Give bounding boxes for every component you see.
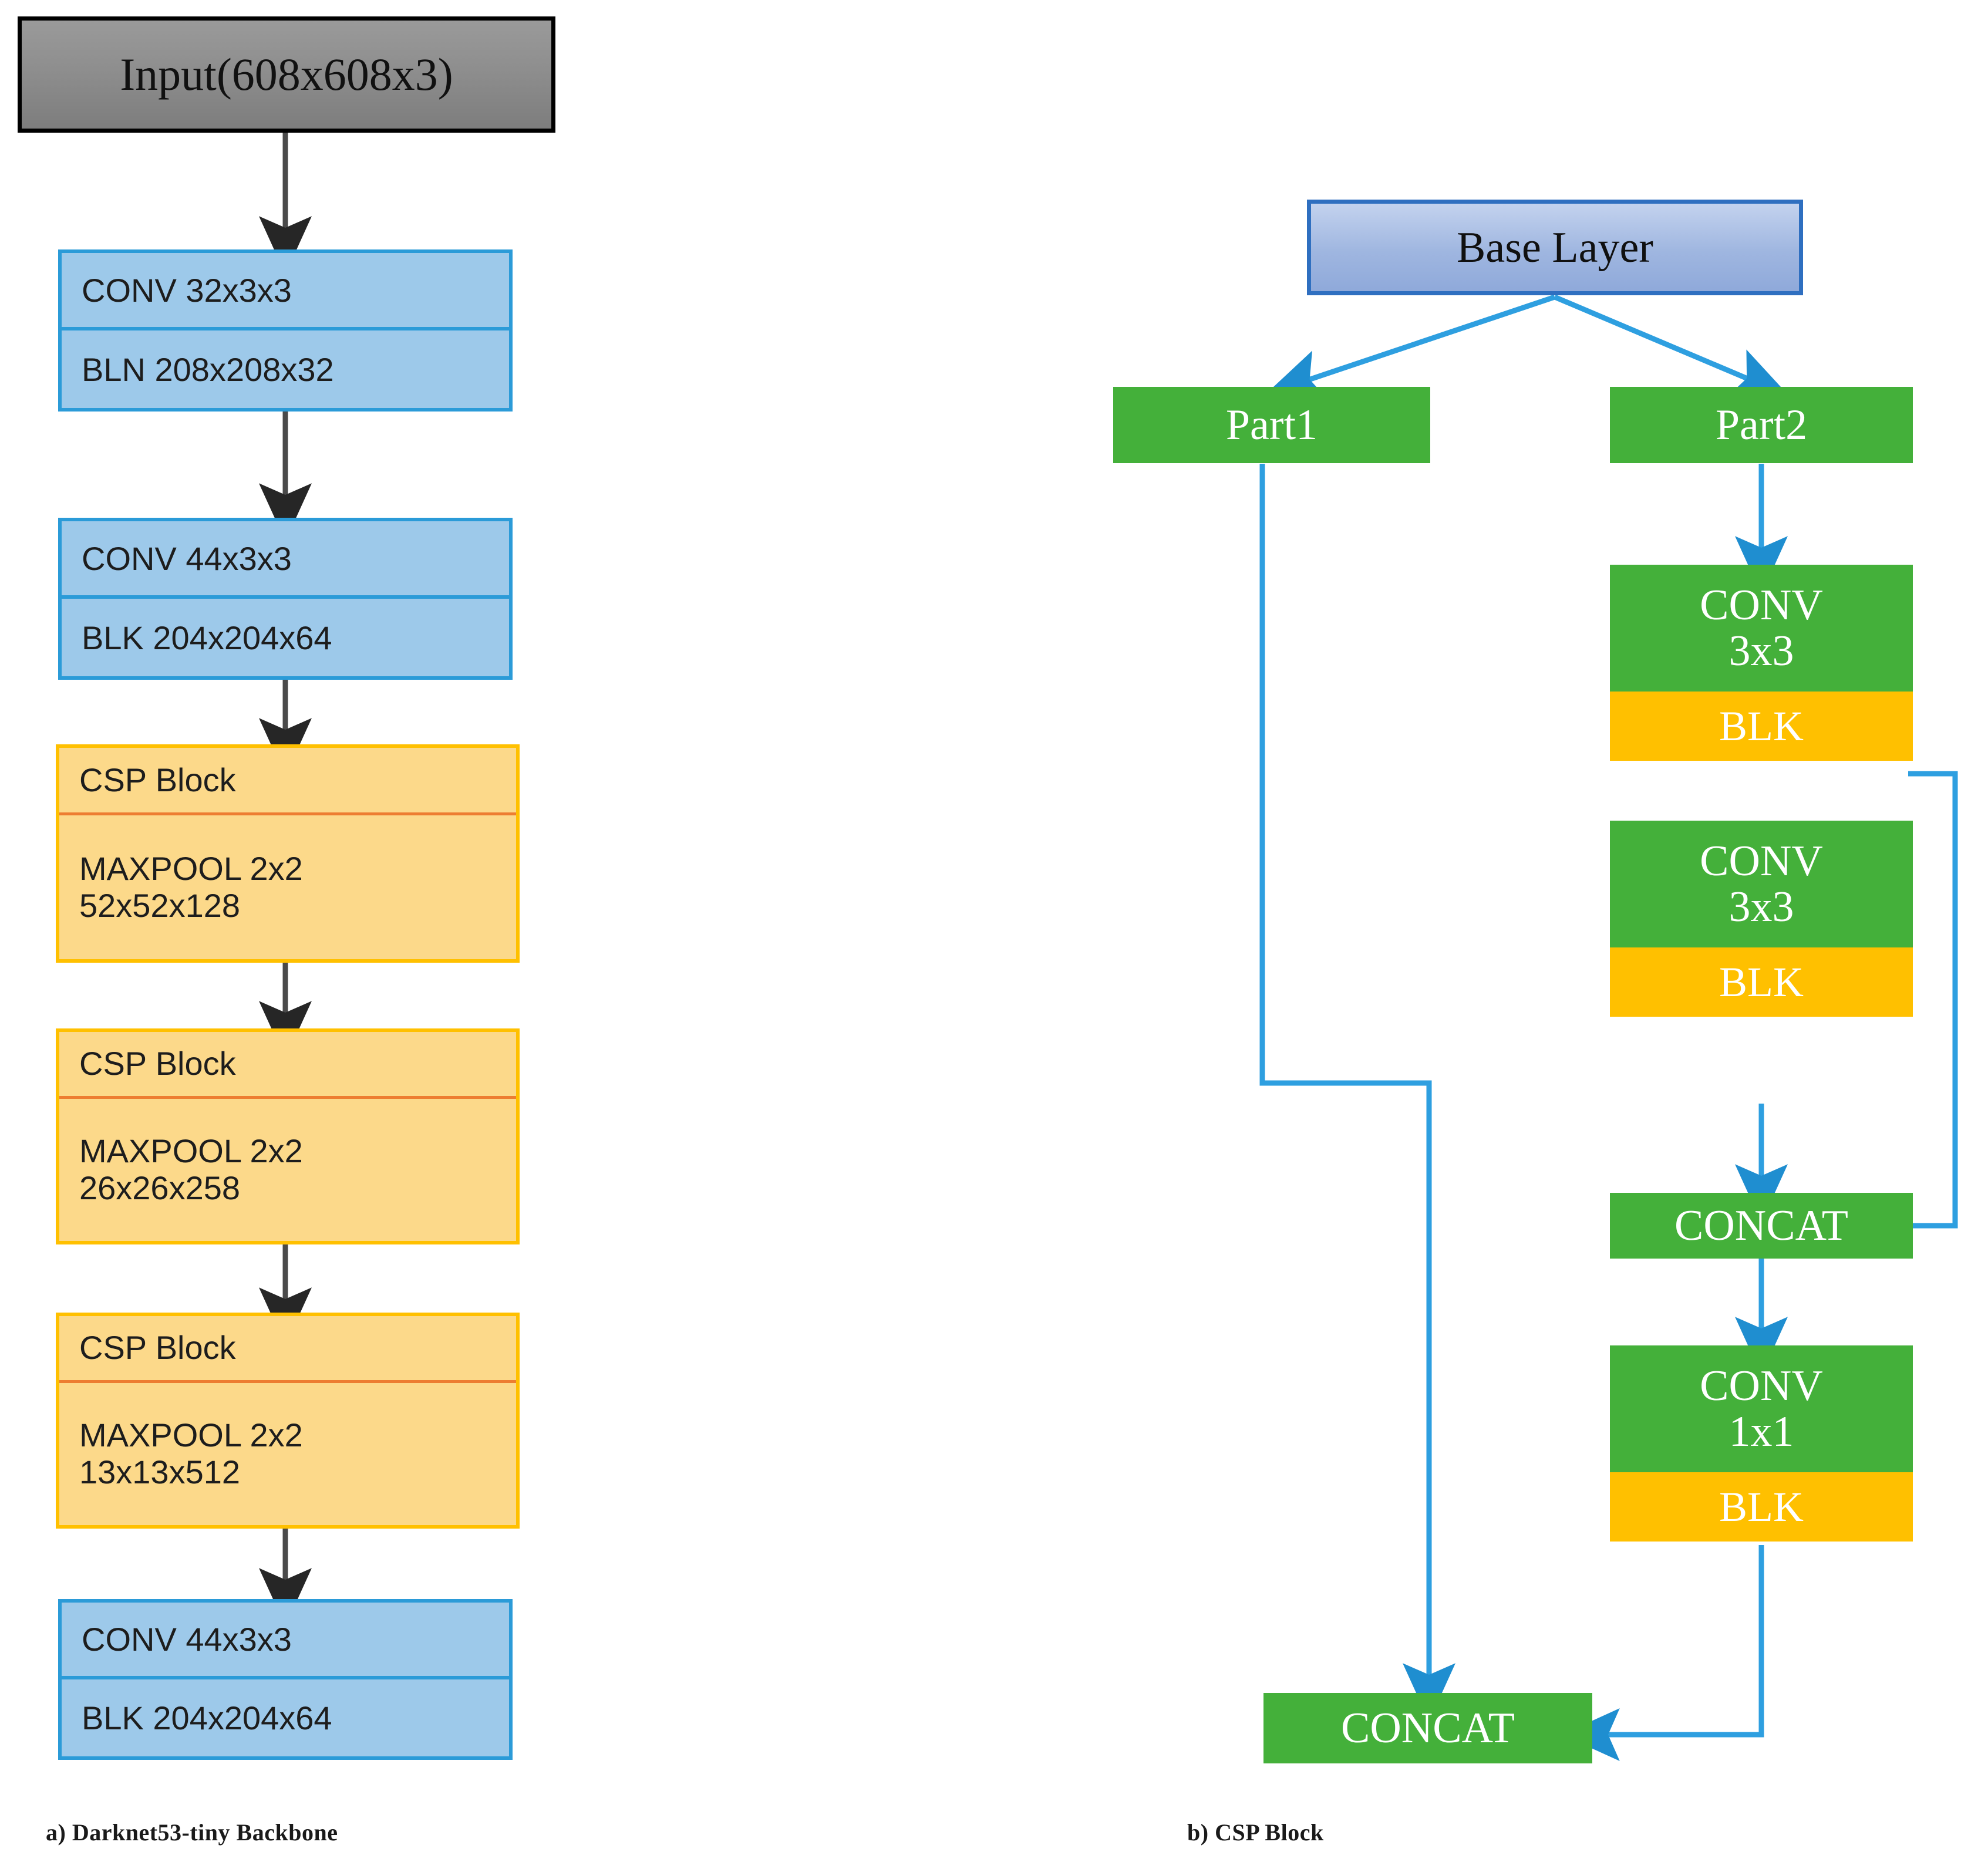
node-input-label: Input(608x608x3) — [120, 49, 453, 100]
node-conv2-line1: CONV 44x3x3 — [62, 521, 509, 599]
node-csp2[interactable]: CSP Block MAXPOOL 2x2 26x26x258 — [56, 1028, 520, 1244]
node-concat-mid[interactable]: CONCAT — [1610, 1193, 1913, 1259]
node-conv3x3-a-label: CONV 3x3 — [1700, 581, 1823, 675]
node-conv3x3-b[interactable]: CONV 3x3 — [1610, 821, 1913, 947]
node-csp3[interactable]: CSP Block MAXPOOL 2x2 13x13x512 — [56, 1313, 520, 1529]
node-conv3x3-b-label: CONV 3x3 — [1700, 837, 1823, 931]
node-concat-out-label: CONCAT — [1340, 1704, 1515, 1752]
node-csp2-line1: MAXPOOL 2x2 — [79, 1132, 303, 1170]
caption-panel-a: a) Darknet53-tiny Backbone — [46, 1819, 338, 1846]
node-csp2-body: MAXPOOL 2x2 26x26x258 — [59, 1099, 516, 1241]
node-conv2[interactable]: CONV 44x3x3 BLK 204x204x64 — [58, 518, 513, 680]
node-csp3-body: MAXPOOL 2x2 13x13x512 — [59, 1383, 516, 1525]
node-conv3[interactable]: CONV 44x3x3 BLK 204x204x64 — [58, 1599, 513, 1760]
node-csp2-title: CSP Block — [59, 1032, 516, 1099]
arrow-base-to-part2 — [1554, 294, 1790, 399]
node-part2-label: Part2 — [1715, 400, 1808, 449]
node-csp3-line1: MAXPOOL 2x2 — [79, 1416, 303, 1454]
arrow-base-to-part1 — [1265, 294, 1556, 401]
node-csp1-line2: 52x52x128 — [79, 886, 241, 924]
node-conv2-line2: BLK 204x204x64 — [82, 619, 332, 656]
caption-panel-b: b) CSP Block — [1187, 1819, 1324, 1846]
node-conv3-line1: CONV 44x3x3 — [62, 1603, 509, 1679]
node-conv3x3-a[interactable]: CONV 3x3 — [1610, 565, 1913, 692]
node-conv3-line2: BLK 204x204x64 — [82, 1699, 332, 1736]
node-conv1x1[interactable]: CONV 1x1 — [1610, 1345, 1913, 1472]
node-blk-b[interactable]: BLK — [1610, 947, 1913, 1017]
node-csp1-title: CSP Block — [59, 748, 516, 816]
node-csp1-line1: MAXPOOL 2x2 — [79, 849, 303, 887]
arrow-blkc-to-final-concat — [1561, 1545, 1764, 1761]
node-blk-a-label: BLK — [1719, 703, 1804, 750]
node-base-layer[interactable]: Base Layer — [1307, 200, 1803, 295]
node-csp3-title: CSP Block — [59, 1316, 516, 1383]
node-blk-c[interactable]: BLK — [1610, 1472, 1913, 1542]
node-conv1-line1: CONV 32x3x3 — [62, 253, 509, 330]
node-conv1[interactable]: CONV 32x3x3 BLN 208x208x32 — [58, 249, 513, 411]
node-blk-c-label: BLK — [1719, 1483, 1804, 1530]
node-concat-mid-label: CONCAT — [1674, 1201, 1849, 1250]
node-blk-b-label: BLK — [1719, 959, 1804, 1006]
node-base-layer-label: Base Layer — [1457, 223, 1653, 272]
node-concat-out[interactable]: CONCAT — [1263, 1693, 1592, 1763]
node-csp1-body: MAXPOOL 2x2 52x52x128 — [59, 815, 516, 959]
node-conv1-line2: BLN 208x208x32 — [82, 350, 334, 388]
node-part1[interactable]: Part1 — [1113, 387, 1430, 463]
arrow-part1-to-final-concat — [1259, 464, 1455, 1722]
node-conv1x1-label: CONV 1x1 — [1700, 1361, 1823, 1456]
node-part1-label: Part1 — [1225, 400, 1318, 449]
node-input[interactable]: Input(608x608x3) — [18, 16, 555, 133]
node-blk-a[interactable]: BLK — [1610, 692, 1913, 761]
node-csp3-line2: 13x13x512 — [79, 1453, 241, 1490]
node-csp1[interactable]: CSP Block MAXPOOL 2x2 52x52x128 — [56, 744, 520, 963]
node-part2[interactable]: Part2 — [1610, 387, 1913, 463]
node-csp2-line2: 26x26x258 — [79, 1169, 241, 1206]
